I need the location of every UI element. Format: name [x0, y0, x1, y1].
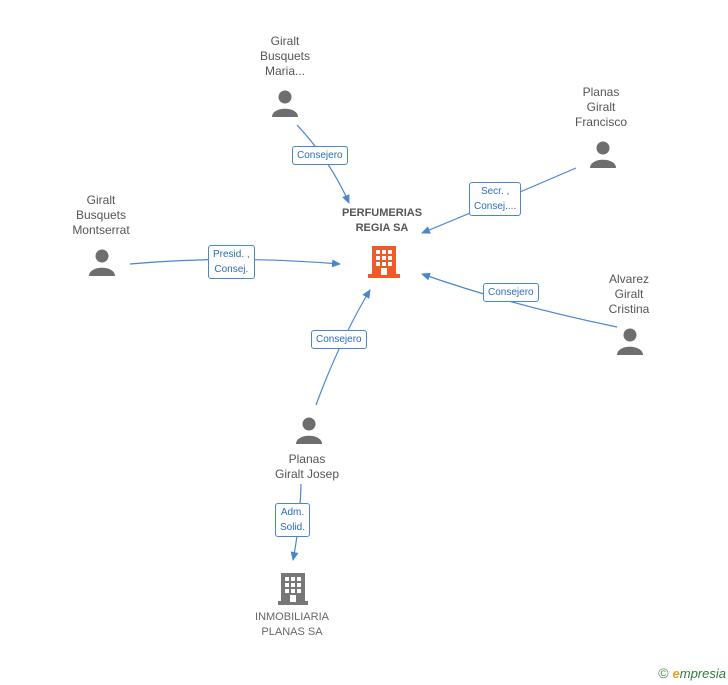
relation-label-cristina[interactable]: Consejero	[483, 283, 539, 302]
person-name-planas-giralt-francisco[interactable]: Planas Giralt Francisco	[574, 85, 627, 129]
brand-e: e	[672, 666, 680, 681]
brand-rest: mpresia	[679, 666, 726, 681]
person-name-giralt-busquets-montserrat[interactable]: Giralt Busquets Montserrat	[72, 193, 130, 237]
person-icon[interactable]	[295, 416, 323, 444]
person-icon[interactable]	[88, 248, 116, 276]
relation-label-montserrat[interactable]: Presid. , Consej.	[208, 245, 255, 279]
person-icon[interactable]	[271, 89, 299, 117]
relation-label-josep-adm[interactable]: Adm. Solid.	[275, 503, 311, 537]
company-name-perfumerias[interactable]: PERFUMERIAS REGIA SA	[341, 207, 423, 234]
building-icon[interactable]	[368, 244, 400, 278]
edge-cristina-to-perfumerias	[421, 272, 618, 328]
relation-label-josep[interactable]: Consejero	[311, 330, 367, 349]
person-icon[interactable]	[616, 327, 644, 355]
copyright-symbol: ©	[658, 665, 669, 681]
relation-label-francisco[interactable]: Secr. , Consej....	[469, 182, 522, 216]
person-icon[interactable]	[589, 140, 617, 168]
person-name-giralt-busquets-maria[interactable]: Giralt Busquets Maria...	[259, 34, 311, 78]
person-name-alvarez-giralt-cristina[interactable]: Alvarez Giralt Cristina	[608, 272, 650, 316]
brand-watermark: ©empresia	[658, 665, 726, 681]
person-name-planas-giralt-josep[interactable]: Planas Giralt Josep	[274, 452, 340, 481]
relation-label-maria[interactable]: Consejero	[292, 146, 348, 165]
company-name-inmobiliaria[interactable]: INMOBILIARIA PLANAS SA	[255, 611, 329, 638]
building-icon[interactable]	[278, 571, 308, 605]
